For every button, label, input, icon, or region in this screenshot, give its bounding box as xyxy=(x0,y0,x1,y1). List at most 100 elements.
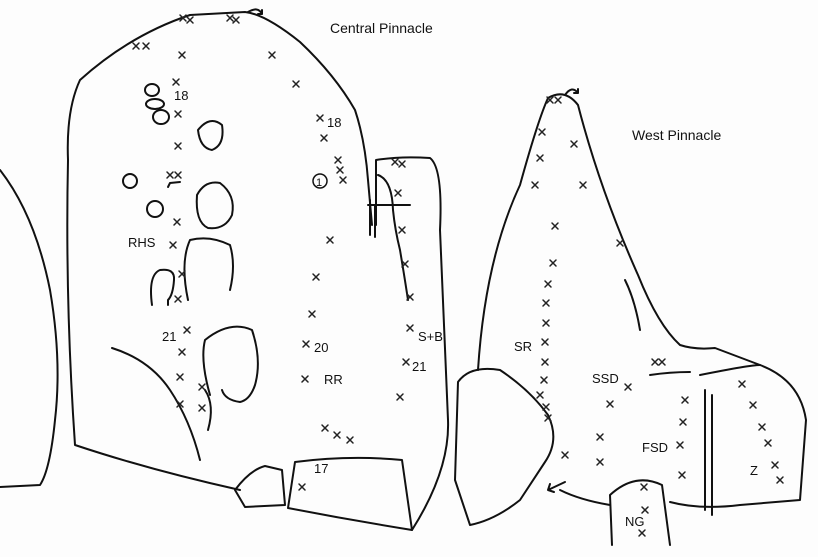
bolt-marker-icon xyxy=(406,293,414,301)
bolt-marker-icon xyxy=(679,418,687,426)
bolt-marker-icon xyxy=(771,461,779,469)
bolt-marker-icon xyxy=(549,259,557,267)
bolt-marker-icon xyxy=(312,273,320,281)
lower-off-icon xyxy=(247,8,263,15)
bolt-marker-icon xyxy=(321,424,329,432)
sb-pillar-outline xyxy=(375,156,450,531)
route-label-sr: SR xyxy=(514,339,532,354)
bolt-marker-icon xyxy=(176,373,184,381)
bolt-marker-icon xyxy=(169,241,177,249)
bolt-marker-icon xyxy=(132,42,140,50)
bolt-marker-icon xyxy=(542,403,550,411)
bolt-marker-icon xyxy=(174,171,182,179)
bolt-markers xyxy=(132,14,784,537)
block-17-outline xyxy=(287,456,413,531)
bolt-marker-icon xyxy=(678,471,686,479)
bolt-marker-icon xyxy=(174,295,182,303)
bolt-marker-icon xyxy=(546,96,554,104)
bolt-marker-icon xyxy=(624,383,632,391)
bolt-marker-icon xyxy=(542,319,550,327)
bolt-marker-icon xyxy=(738,380,746,388)
bolt-marker-icon xyxy=(232,16,240,24)
bolt-marker-icon xyxy=(183,326,191,334)
bolt-marker-icon xyxy=(174,142,182,150)
bolt-marker-icon xyxy=(531,181,539,189)
bolt-marker-icon xyxy=(596,458,604,466)
bolt-marker-icon xyxy=(178,270,186,278)
route-label-rr: RR xyxy=(324,372,343,387)
route-label-ssd: SSD xyxy=(592,371,619,386)
central-left-ridge xyxy=(111,347,201,461)
route-label-rhs: RHS xyxy=(128,235,156,250)
bolt-marker-icon xyxy=(616,239,624,247)
bolt-marker-icon xyxy=(394,189,402,197)
small-block-outline xyxy=(234,465,286,508)
bolt-marker-icon xyxy=(176,400,184,408)
bolt-marker-icon xyxy=(536,154,544,162)
bolt-marker-icon xyxy=(544,414,552,422)
west-ledge xyxy=(649,364,761,376)
route-grade-20: 20 xyxy=(314,340,328,355)
sr-boulder-outline xyxy=(454,367,555,526)
bolt-marker-icon xyxy=(178,51,186,59)
bolt-marker-icon xyxy=(178,348,186,356)
arrow-icon xyxy=(547,481,566,493)
bolt-marker-icon xyxy=(579,181,587,189)
bolt-marker-icon xyxy=(396,393,404,401)
lower-off-icon xyxy=(564,88,579,96)
central-pinnacle-title: Central Pinnacle xyxy=(330,20,433,36)
bolt-marker-icon xyxy=(540,376,548,384)
bolt-marker-icon xyxy=(676,441,684,449)
lower-ledge-west xyxy=(559,489,611,506)
bolt-marker-icon xyxy=(542,299,550,307)
route-grade-17: 17 xyxy=(314,461,328,476)
route-label-z: Z xyxy=(750,463,758,478)
bolt-marker-icon xyxy=(268,51,276,59)
route-number-circle xyxy=(312,173,328,189)
route-grade-18-right: 18 xyxy=(327,115,341,130)
bolt-marker-icon xyxy=(406,324,414,332)
left-boulder-outline xyxy=(0,169,59,488)
bolt-marker-icon xyxy=(541,358,549,366)
west-pinnacle-title: West Pinnacle xyxy=(632,127,721,143)
bolt-marker-icon xyxy=(173,218,181,226)
bolt-marker-icon xyxy=(339,176,347,184)
bolt-marker-icon xyxy=(570,140,578,148)
west-corner-lines xyxy=(704,389,713,516)
west-crack xyxy=(624,279,641,331)
bolt-marker-icon xyxy=(658,358,666,366)
bolt-marker-icon xyxy=(316,114,324,122)
sb-ledge xyxy=(367,199,411,238)
bolt-marker-icon xyxy=(334,156,342,164)
bolt-marker-icon xyxy=(749,401,757,409)
route-grade-21-sb: 21 xyxy=(412,359,426,374)
bolt-marker-icon xyxy=(758,423,766,431)
bolt-marker-icon xyxy=(596,433,604,441)
bolt-marker-icon xyxy=(764,439,772,447)
bolt-marker-icon xyxy=(651,358,659,366)
route-label-fsd: FSD xyxy=(642,440,668,455)
bolt-marker-icon xyxy=(142,42,150,50)
bolt-marker-icon xyxy=(561,451,569,459)
central-pinnacle-outline xyxy=(66,11,373,491)
bolt-marker-icon xyxy=(336,166,344,174)
bolt-marker-icon xyxy=(551,222,559,230)
pockets xyxy=(122,83,259,431)
bolt-marker-icon xyxy=(301,375,309,383)
bolt-marker-icon xyxy=(298,483,306,491)
bolt-marker-icon xyxy=(172,78,180,86)
west-pinnacle-outline xyxy=(477,93,807,508)
bolt-marker-icon xyxy=(326,236,334,244)
bolt-marker-icon xyxy=(179,14,187,22)
bolt-marker-icon xyxy=(681,396,689,404)
bolt-marker-icon xyxy=(333,431,341,439)
bolt-marker-icon xyxy=(638,529,646,537)
bolt-marker-icon xyxy=(166,171,174,179)
bolt-marker-icon xyxy=(536,391,544,399)
bolt-marker-icon xyxy=(302,340,310,348)
route-grade-18-left: 18 xyxy=(174,88,188,103)
sb-crack xyxy=(377,174,409,301)
bolt-marker-icon xyxy=(401,260,409,268)
